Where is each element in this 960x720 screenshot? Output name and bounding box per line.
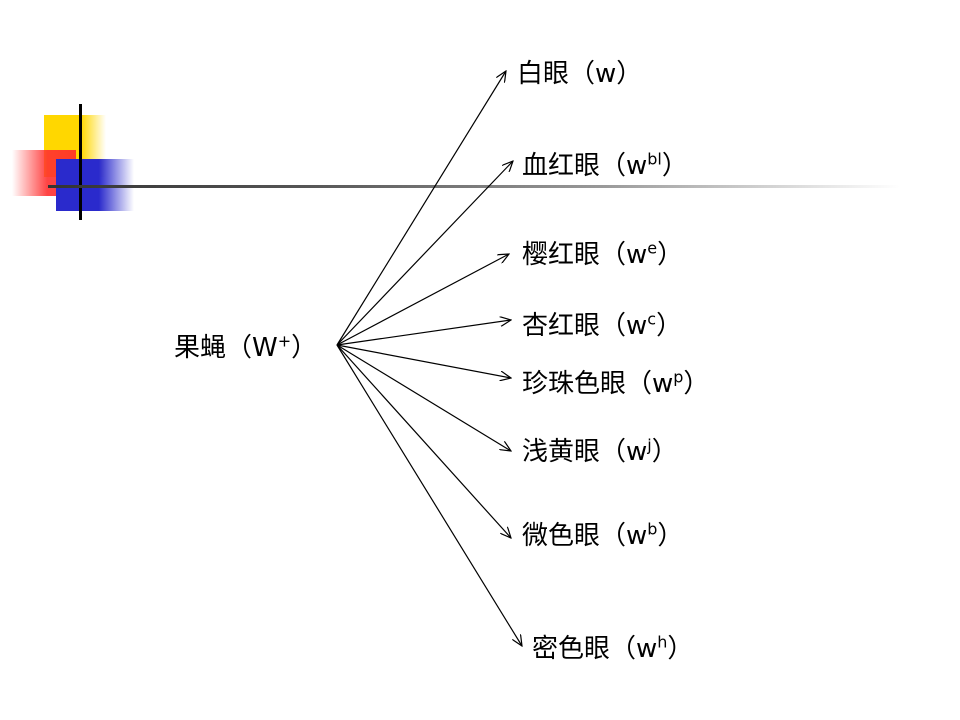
allele-8-text: 密色眼（w: [532, 634, 658, 664]
arrow-to-allele-3: [336, 254, 509, 346]
root-label-close-paren: ）: [291, 333, 318, 363]
allele-label-1: 白眼（w）: [517, 58, 642, 90]
allele-4-text: 杏红眼（w: [522, 311, 648, 341]
allele-5-superscript: p: [673, 367, 684, 387]
allele-7-text: 微色眼（w: [522, 521, 648, 551]
allele-3-superscript: e: [647, 238, 658, 258]
allele-1-close-paren: ）: [616, 59, 643, 89]
arrow-to-allele-2: [336, 161, 513, 346]
allele-label-8: 密色眼（wh）: [532, 633, 693, 665]
allele-7-close-paren: ）: [657, 521, 684, 551]
allele-label-5: 珍珠色眼（wp）: [522, 368, 709, 400]
allele-6-close-paren: ）: [651, 437, 678, 467]
allele-label-6: 浅黄眼（wj）: [522, 436, 678, 468]
allele-5-text: 珍珠色眼（w: [522, 369, 674, 399]
allele-4-superscript: c: [647, 309, 657, 329]
allele-6-text: 浅黄眼（w: [522, 437, 648, 467]
root-label-text: 果蝇（W: [174, 333, 278, 363]
allele-1-text: 白眼（w: [517, 59, 617, 89]
allele-2-close-paren: ）: [661, 151, 688, 181]
allele-4-close-paren: ）: [656, 311, 683, 341]
root-label-superscript: +: [277, 331, 292, 351]
arrow-to-allele-6: [336, 344, 511, 451]
decorative-horizontal-line: [48, 185, 900, 188]
allele-2-text: 血红眼（w: [522, 151, 648, 181]
allele-5-close-paren: ）: [683, 369, 710, 399]
arrow-to-allele-7: [336, 344, 511, 538]
arrow-to-allele-8: [336, 344, 522, 646]
allele-label-4: 杏红眼（wc）: [522, 310, 682, 342]
allele-label-2: 血红眼（wbl）: [522, 150, 688, 182]
allele-8-superscript: h: [657, 632, 668, 652]
decorative-vertical-line: [79, 104, 82, 220]
allele-label-3: 樱红眼（we）: [522, 239, 683, 271]
allele-2-superscript: bl: [647, 149, 662, 169]
allele-3-close-paren: ）: [657, 240, 684, 270]
allele-8-close-paren: ）: [667, 634, 694, 664]
allele-6-superscript: j: [647, 435, 652, 455]
root-label-wild-type: 果蝇（W+）: [174, 332, 317, 364]
allele-label-7: 微色眼（wb）: [522, 520, 683, 552]
allele-7-superscript: b: [647, 519, 658, 539]
arrow-to-allele-5: [336, 344, 511, 378]
allele-3-text: 樱红眼（w: [522, 240, 648, 270]
arrow-to-allele-1: [336, 71, 506, 346]
arrow-to-allele-4: [336, 320, 511, 346]
